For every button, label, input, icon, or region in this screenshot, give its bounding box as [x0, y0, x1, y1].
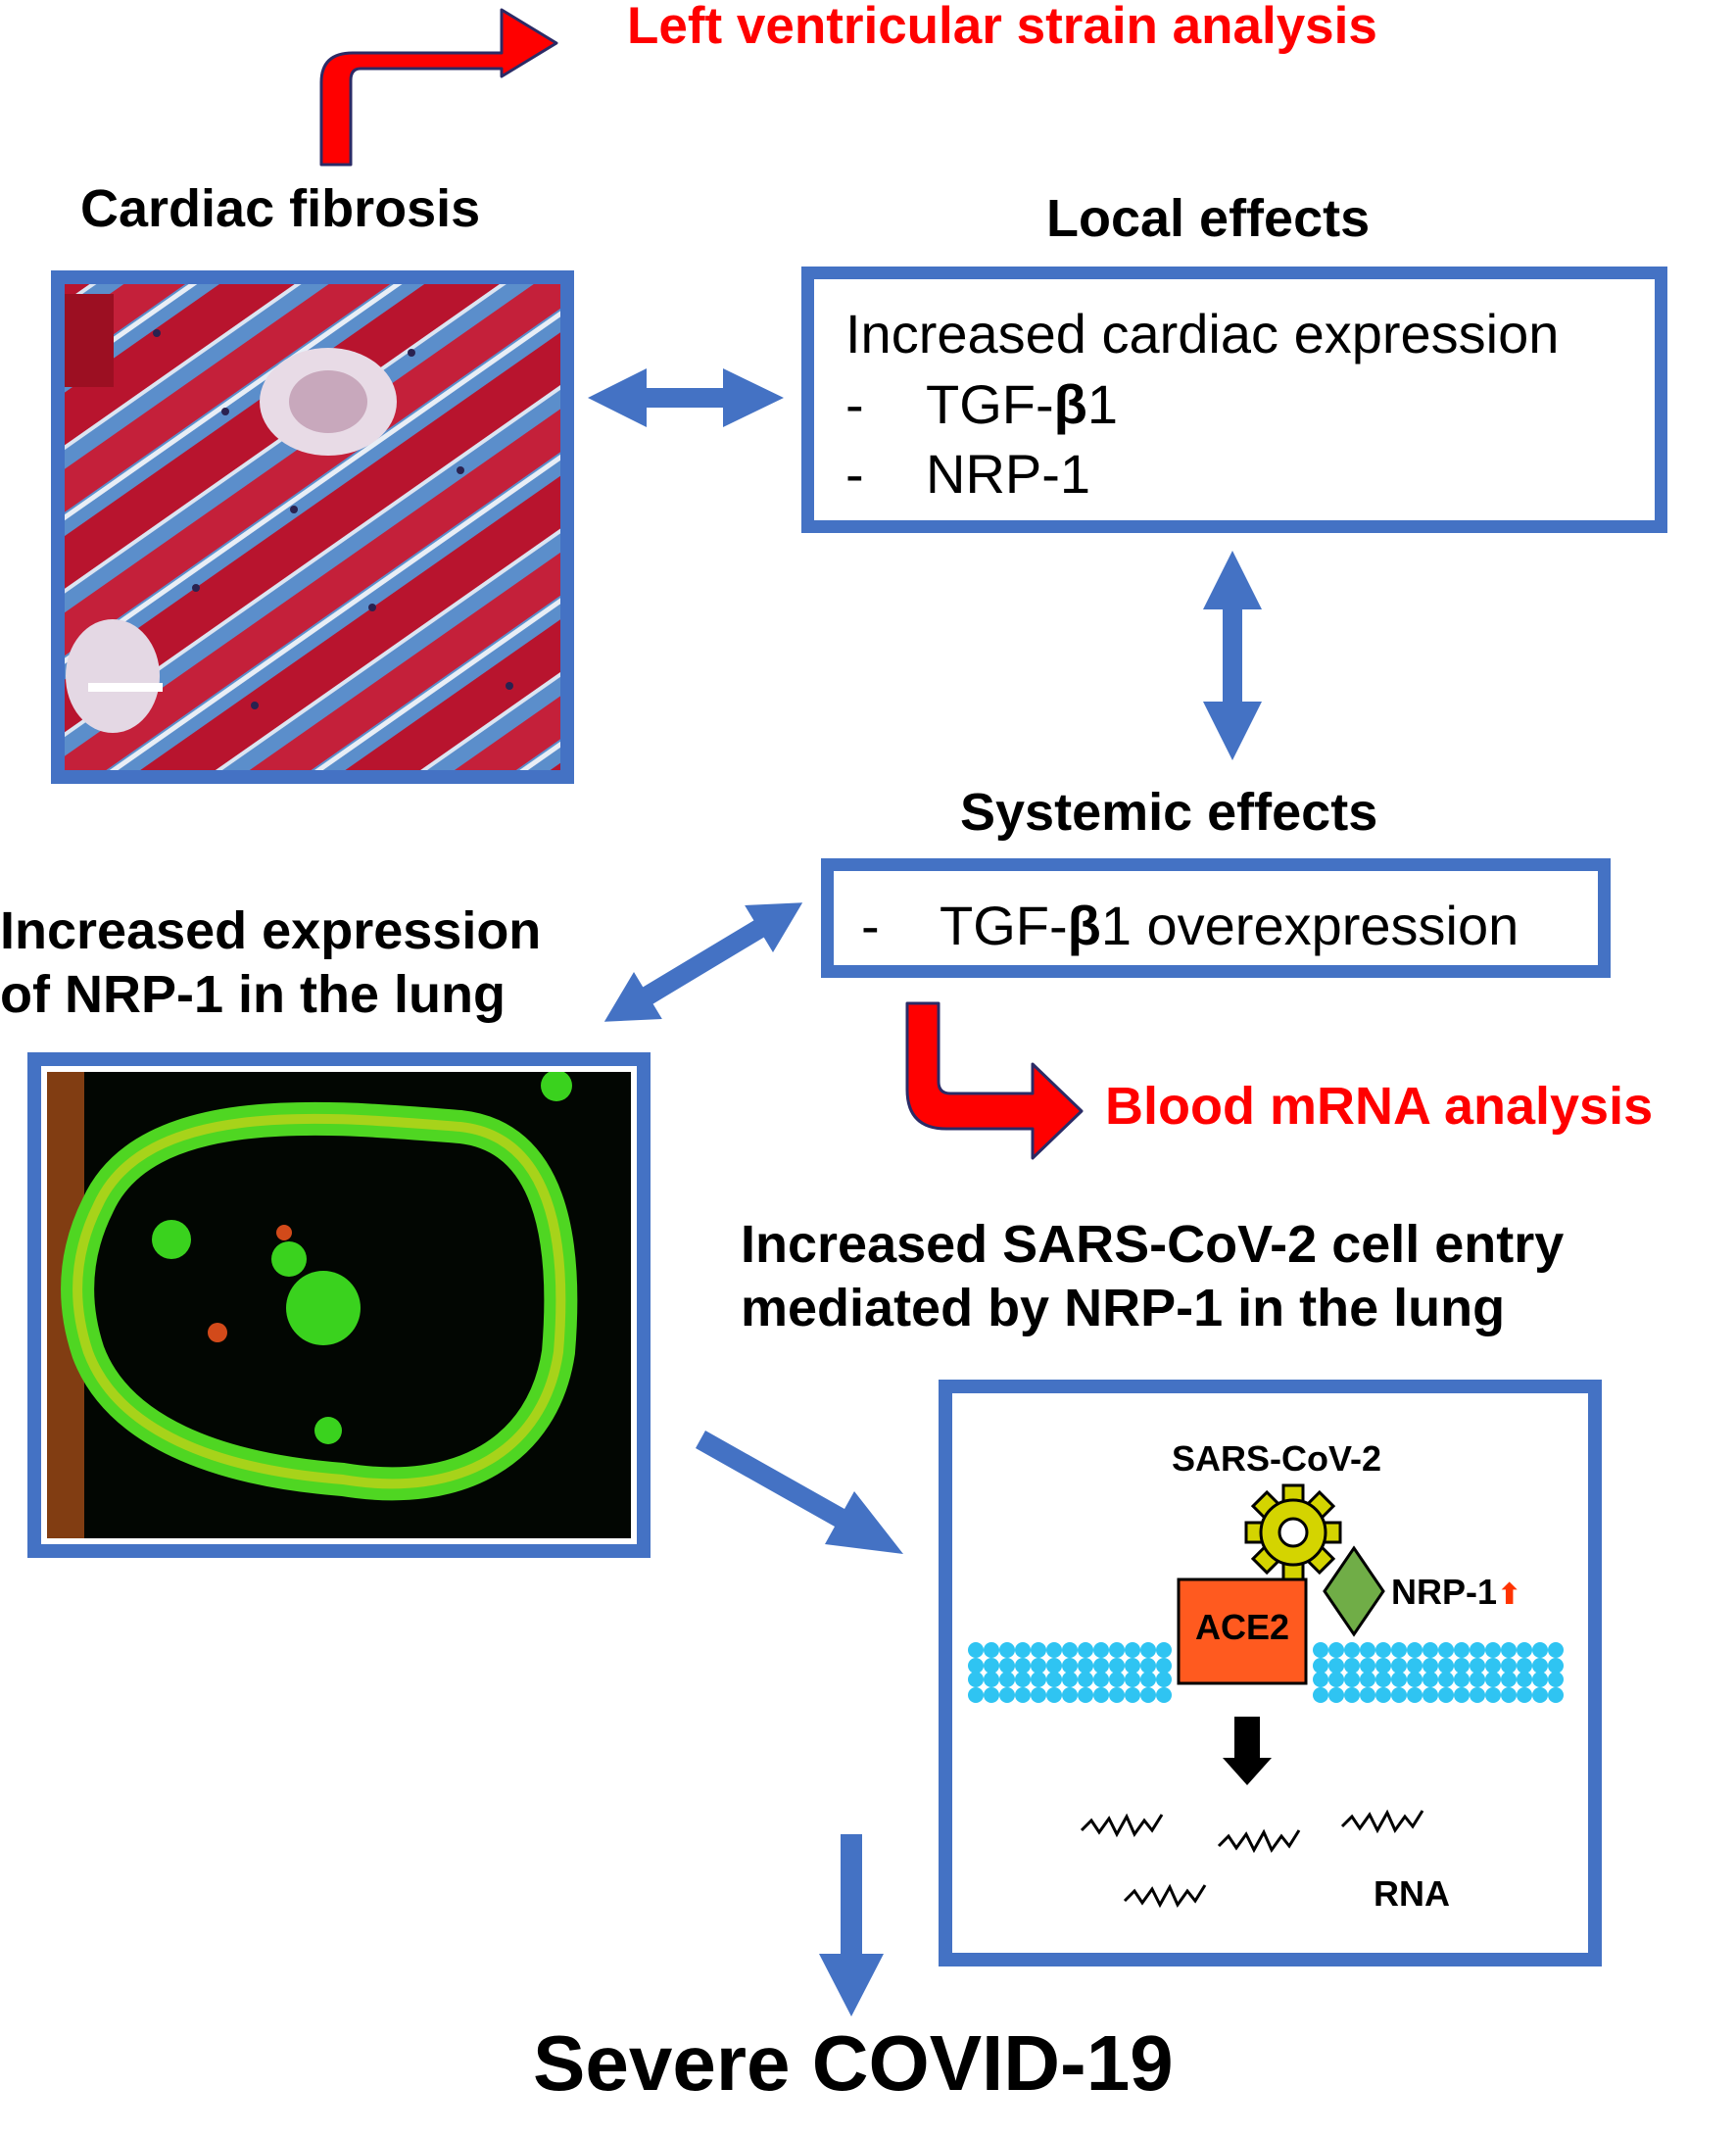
ace2-label: ACE2	[1194, 1607, 1290, 1647]
blood-mrna-label: Blood mRNA analysis	[1105, 1077, 1654, 1136]
cell-membrane	[968, 1642, 1564, 1703]
sars-cov-2-label: SARS-CoV-2	[1172, 1438, 1382, 1479]
cardiac-fibrosis-micrograph	[51, 270, 574, 784]
local-effects-heading: Increased cardiac expression	[845, 303, 1560, 364]
arrow-to-outcome	[819, 1834, 884, 2016]
cell-entry-title: Increased SARS-CoV-2 cell entry mediated…	[741, 1215, 1565, 1337]
double-arrow-fibrosis-local	[588, 368, 784, 427]
double-arrow-lung-systemic	[603, 902, 803, 1022]
local-effects-title: Local effects	[1046, 189, 1371, 248]
lung-expression-title: Increased expression of NRP-1 in the lun…	[0, 901, 542, 1024]
rna-label: RNA	[1374, 1873, 1450, 1914]
up-arrow-icon: ⬆	[1497, 1578, 1522, 1611]
virus-gear-icon	[1244, 1483, 1342, 1581]
systemic-effects-box: -TGF-β1 overexpression	[821, 858, 1611, 978]
cardiac-fibrosis-title: Cardiac fibrosis	[80, 179, 481, 238]
rna-strands	[1080, 1809, 1424, 1909]
systemic-effects-item: -TGF-β1 overexpression	[861, 895, 1519, 956]
lung-fluorescence-micrograph	[27, 1052, 651, 1558]
local-effects-item-tgf: -TGF-β1	[845, 372, 1118, 435]
systemic-effects-title: Systemic effects	[960, 783, 1378, 842]
severe-covid-label: Severe COVID-19	[533, 2019, 1174, 2107]
arrow-lung-to-entry	[696, 1431, 903, 1554]
local-effects-item-nrp: -NRP-1	[845, 443, 1091, 506]
double-arrow-local-systemic	[1203, 551, 1262, 760]
black-down-arrow-icon	[1223, 1717, 1272, 1785]
strain-analysis-label: Left ventricular strain analysis	[627, 0, 1377, 55]
nrp1-diamond-icon	[1323, 1545, 1385, 1637]
nrp1-label: NRP-1⬆	[1391, 1572, 1522, 1612]
red-bent-arrow-down	[905, 1001, 1084, 1160]
local-effects-box: Increased cardiac expression -TGF-β1 -NR…	[801, 267, 1667, 533]
red-bent-arrow-up	[319, 8, 558, 167]
